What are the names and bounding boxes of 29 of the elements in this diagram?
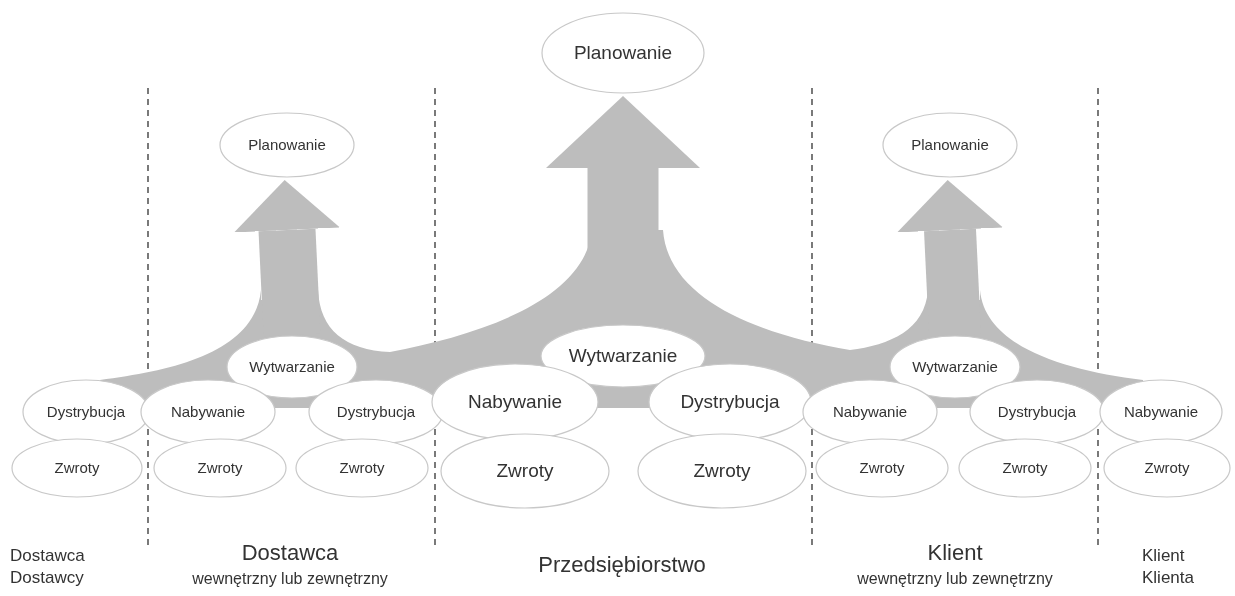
process-label: Planowanie (248, 136, 326, 154)
process-label: Zwroty (693, 459, 751, 482)
process-label: Wytwarzanie (249, 358, 335, 376)
column-label: Dostawca Dostawcy (10, 545, 86, 590)
column-heading: Dostawca (241, 540, 339, 566)
process-label: Zwroty (197, 459, 243, 477)
process-label: Dystrybucja (997, 403, 1077, 421)
column-label: Klient Klienta (1142, 545, 1195, 590)
process-label: Wytwarzanie (568, 344, 678, 367)
column-heading: Klient (927, 540, 983, 566)
process-label: Zwroty (1144, 459, 1190, 477)
process-label: Nabywanie (468, 390, 562, 413)
column-heading: Przedsiębiorstwo (538, 552, 706, 578)
process-label: Nabywanie (170, 403, 246, 421)
process-label: Dystrybucja (336, 403, 416, 421)
process-label: Dystrybucja (46, 403, 126, 421)
process-label: Nabywanie (832, 403, 908, 421)
process-label: Zwroty (496, 459, 554, 482)
process-label: Nabywanie (1123, 403, 1199, 421)
column-label: wewnętrzny lub zewnętrzny (192, 570, 388, 588)
process-label: Zwroty (859, 459, 905, 477)
process-label: Planowanie (573, 41, 673, 64)
process-label: Zwroty (339, 459, 385, 477)
process-label: Wytwarzanie (912, 358, 998, 376)
process-label: Dystrybucja (680, 390, 780, 413)
column-label: wewnętrzny lub zewnętrzny (857, 570, 1053, 588)
process-label: Zwroty (1002, 459, 1048, 477)
process-label: Zwroty (54, 459, 100, 477)
process-label: Planowanie (911, 136, 989, 154)
